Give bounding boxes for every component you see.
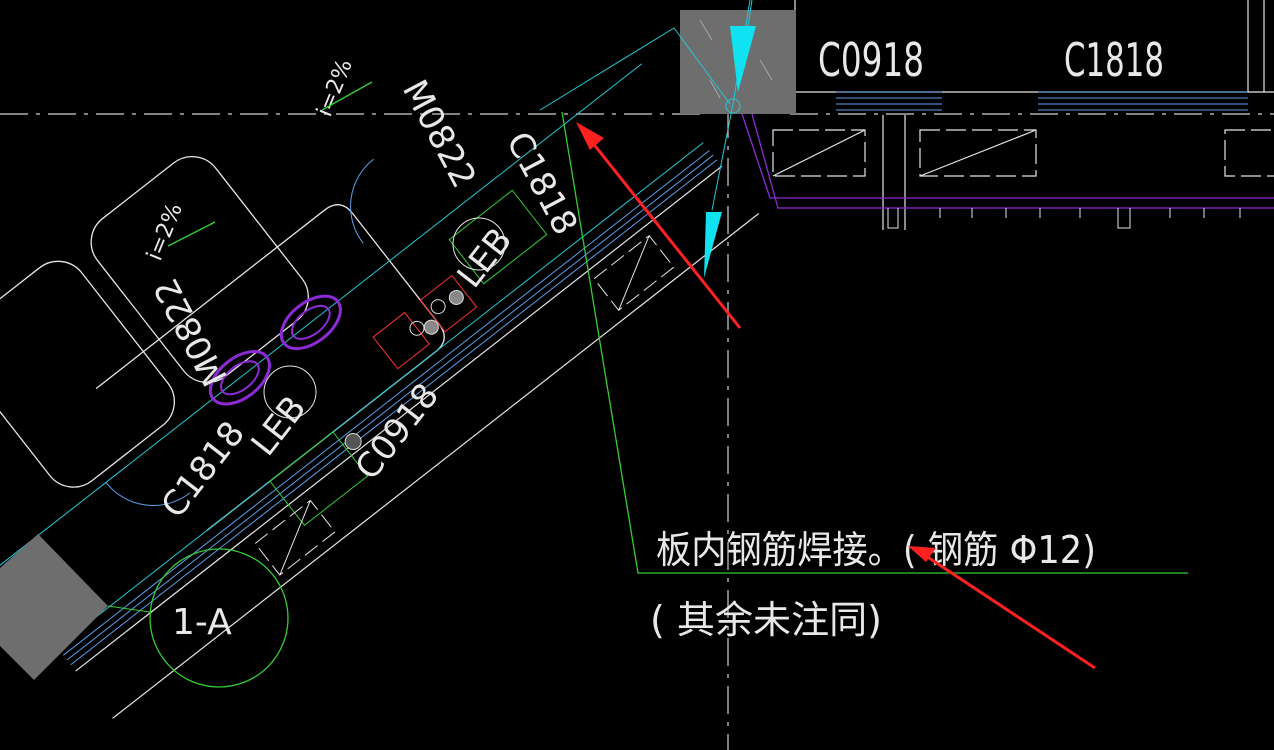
rotated-wing (0, 63, 760, 719)
slope-arrow-2 (167, 221, 216, 247)
cyan-arrow-up (730, 26, 756, 92)
rotated-window-label-2: C0918 (348, 376, 447, 488)
slope-label-2: i=2% (142, 200, 187, 264)
window-label-c0918: C0918 (818, 33, 924, 87)
column-ticks (887, 208, 1241, 229)
leb-circle-1 (452, 217, 506, 271)
grid-bubble-label: 1-A (172, 602, 232, 643)
column-hatch (699, 19, 773, 99)
leb-label-2: LEB (244, 389, 315, 464)
beam-outline-purple (741, 113, 1274, 209)
red-markup-arrow-lower (908, 546, 1096, 670)
slope-label-1: i=2% (312, 56, 357, 120)
annotation-line-2: ( 其余未注同) (650, 598, 882, 642)
grid-bubble-leader (107, 605, 151, 613)
rotated-window-label-3: C1818 (154, 414, 253, 526)
leb-label-1: LEB (450, 221, 521, 296)
cyan-arrow-down (704, 212, 722, 278)
window-label-c1818: C1818 (1064, 33, 1164, 87)
window-sill-lines (836, 91, 1248, 111)
red-markup-arrow-upper (576, 122, 742, 329)
door-label-1: M0822 (394, 73, 484, 194)
leb-circle-2 (263, 365, 317, 419)
column-block-bottom (0, 534, 108, 680)
grid-bubble (149, 548, 289, 688)
rotated-window-label-1: C1818 (498, 125, 585, 241)
annotation-line-1: 板内钢筋焊接。( 钢筋 Φ12) (656, 528, 1096, 572)
annotation-leader-line (561, 111, 1188, 574)
slope-arrow-1 (321, 81, 373, 111)
